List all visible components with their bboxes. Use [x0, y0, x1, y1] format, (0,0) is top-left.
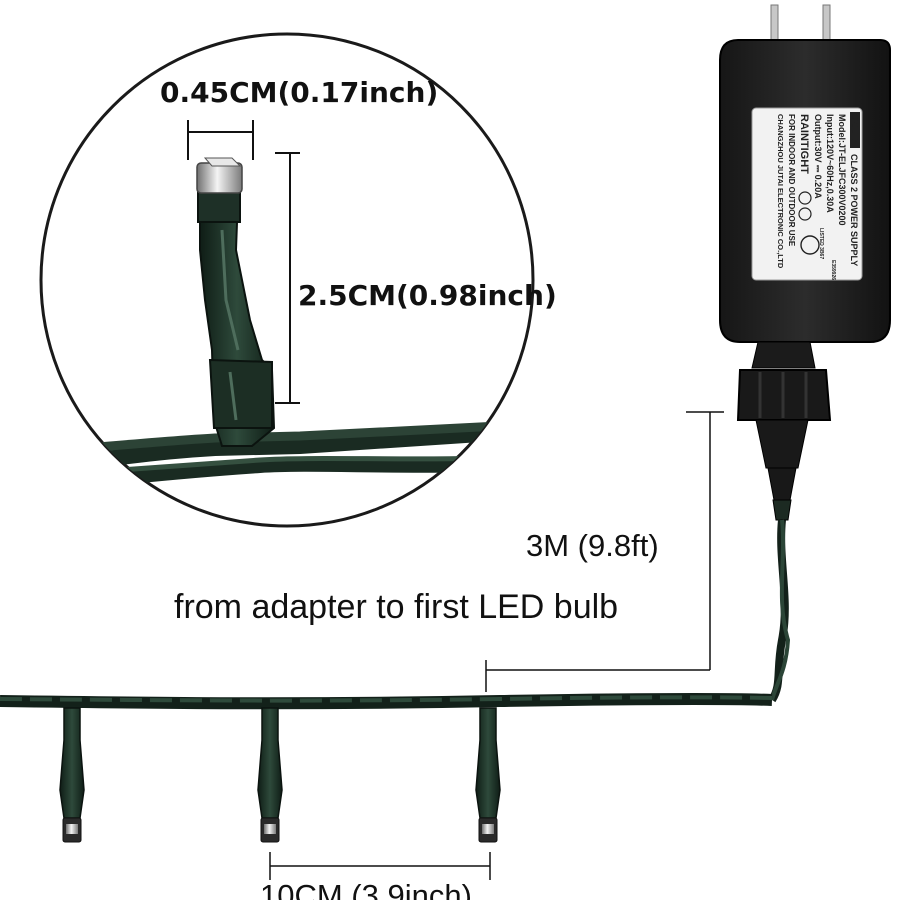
- power-adapter: [719, 4, 891, 521]
- adapter-line-5: RAINTIGHT: [798, 114, 810, 174]
- adapter-line-1: CLASS 2 POWER SUPPLY: [849, 154, 859, 266]
- led-bulb-2: [257, 707, 283, 843]
- magnified-bulb-view: [39, 32, 535, 528]
- led-bulb-1: [59, 707, 85, 843]
- adapter-line-2: Model:JT-ELJFC300V0200: [837, 114, 847, 226]
- adapter-label: CZJUTAI CLASS 2 POWER SUPPLY Model:JT-EL…: [776, 112, 860, 280]
- adapter-listed: LISTED 3B67: [818, 228, 824, 259]
- light-string: [0, 692, 773, 710]
- rating-icon: [798, 191, 812, 205]
- adapter-file: E359926: [830, 260, 836, 280]
- rating-icon: [798, 207, 812, 221]
- ul-listed-icon: [800, 235, 820, 255]
- lead-wire: [768, 519, 791, 703]
- adapter-brand: CZJUTAI: [850, 114, 859, 147]
- lead-description-label: from adapter to first LED bulb: [174, 588, 619, 626]
- lead-length-bracket: [485, 411, 724, 692]
- bulb-spacing-label: 10CM (3.9inch): [260, 878, 472, 900]
- lead-length-label: 3M (9.8ft): [526, 528, 659, 563]
- adapter-line-7: CHANGZHOU JUTAI ELECTRONIC CO.,LTD: [776, 114, 785, 269]
- adapter-line-6: FOR INDOOR AND OUTDOOR USE: [787, 114, 796, 247]
- bulb-spacing-bracket: [269, 852, 491, 880]
- adapter-line-4: Output:30V ⎓ 0.20A: [813, 114, 823, 199]
- bulb-height-label: 2.5CM(0.98inch): [298, 279, 557, 312]
- led-bulb-3: [475, 707, 501, 843]
- adapter-line-3: Input:120V~60Hz,0.30A: [825, 114, 835, 213]
- bulb-width-label: 0.45CM(0.17inch): [160, 76, 439, 109]
